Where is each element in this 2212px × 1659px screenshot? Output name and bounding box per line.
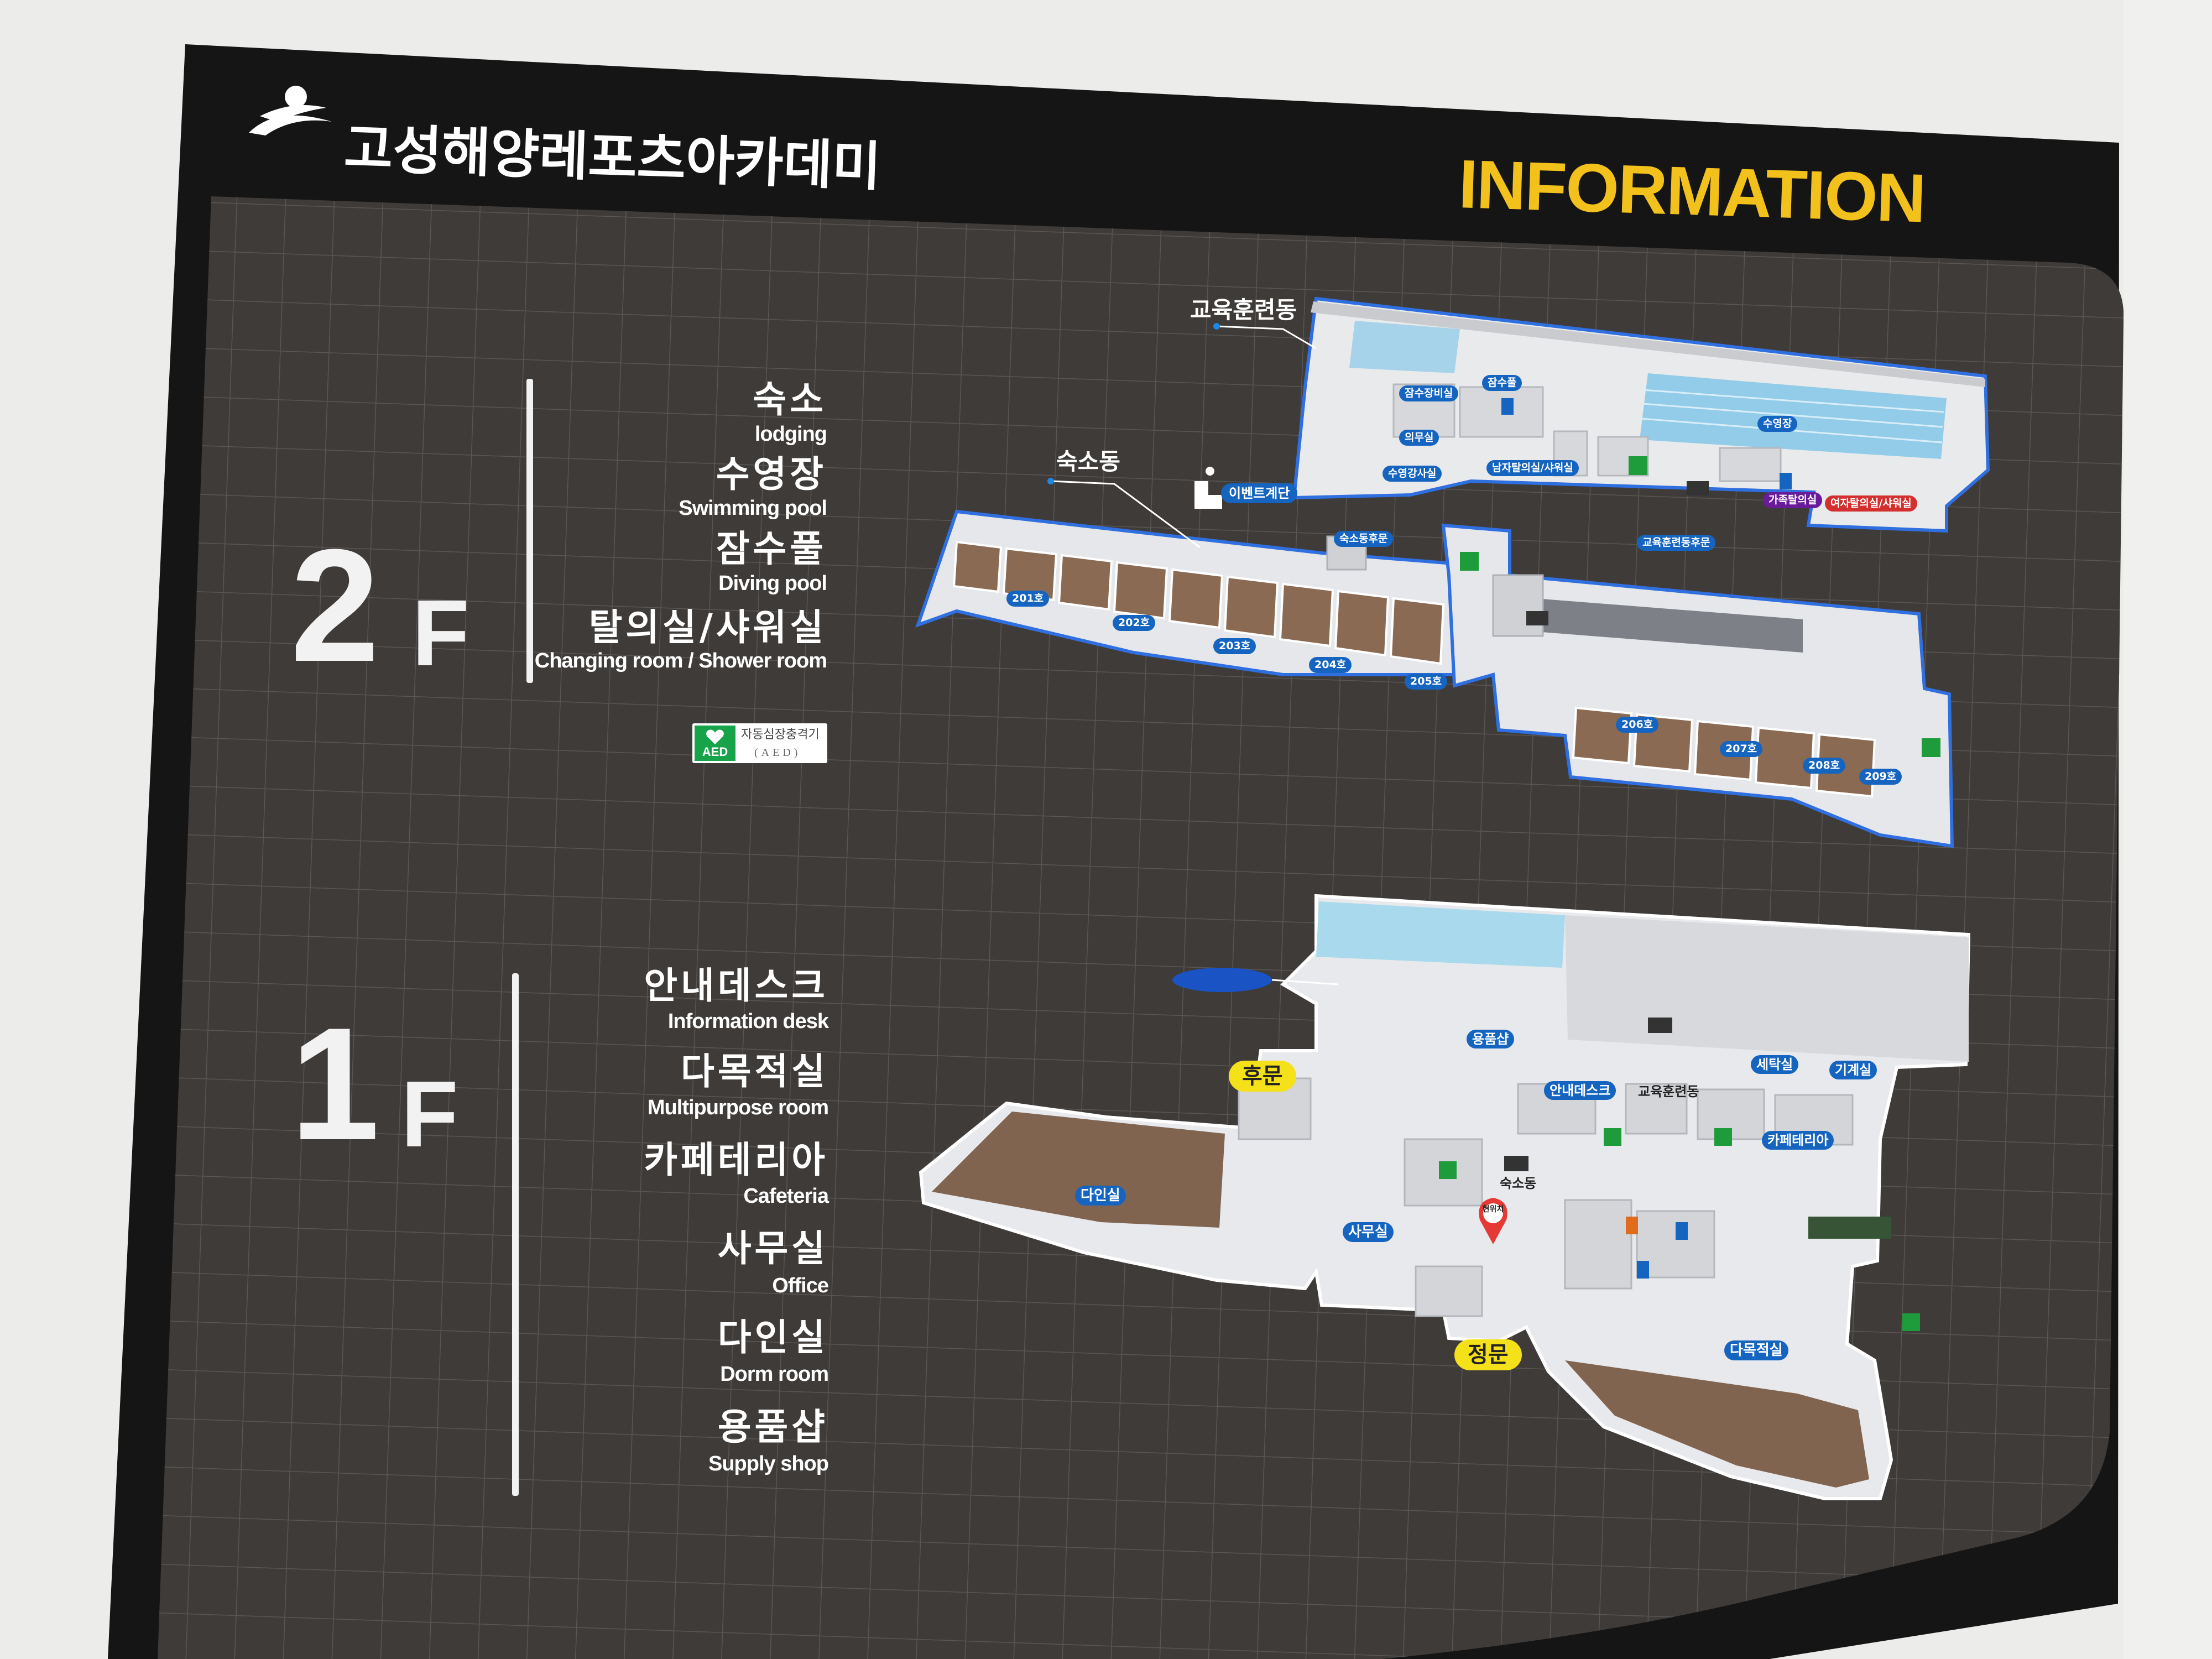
floor-1-divider bbox=[512, 973, 519, 1496]
floor-1-suffix: F bbox=[401, 1062, 458, 1167]
legend-1f-item-1-en: Information desk bbox=[667, 1010, 829, 1033]
legend-1f-item-2-ko: 다목적실 bbox=[681, 1050, 828, 1093]
legend-2f-item-2-ko: 수영장 bbox=[716, 453, 827, 495]
elevator-icon bbox=[1504, 1018, 1672, 1171]
room-205: 205호 bbox=[1405, 674, 1448, 690]
aed-heart-icon: AED bbox=[695, 726, 735, 761]
stairs-person-icon bbox=[1194, 467, 1222, 509]
legend-1f-item-6-en: Supply shop bbox=[708, 1452, 829, 1475]
elevator-icon bbox=[1526, 481, 1709, 625]
room-207: 207호 bbox=[1720, 741, 1763, 757]
floor-1-legend: 안내데스크 Information desk 다목적실 Multipurpose… bbox=[553, 964, 829, 1493]
legend-1f-item-3-ko: 카페테리아 bbox=[644, 1139, 828, 1181]
current-location-pin-icon bbox=[1479, 1198, 1507, 1244]
training-building-outline bbox=[1292, 296, 1990, 533]
floor-2-suffix: F bbox=[412, 581, 469, 686]
room-201: 201호 bbox=[1006, 591, 1050, 607]
dorm-room-floor bbox=[932, 1112, 1225, 1228]
tag-lodging-backdoor: 숙소동후문 bbox=[1334, 531, 1394, 547]
tag-dorm-room: 다인실 bbox=[1075, 1186, 1126, 1206]
emergency-exit-icon bbox=[1460, 456, 1940, 757]
back-gate-label: 후문 bbox=[1229, 1061, 1296, 1092]
tag-supply-shop: 용품샵 bbox=[1467, 1030, 1515, 1048]
legend-2f-item-4-en: Changing room / Shower room bbox=[534, 649, 827, 672]
current-location-label: 현위치 bbox=[1482, 1205, 1504, 1214]
legend-2f-item-4-ko: 탈의실/샤워실 bbox=[588, 606, 827, 649]
legend-1f-item-4-ko: 사무실 bbox=[717, 1227, 828, 1270]
tag-swimming-pool: 수영장 bbox=[1757, 416, 1798, 432]
room-206: 206호 bbox=[1616, 717, 1659, 733]
tag-swim-instructor: 수영강사실 bbox=[1383, 466, 1442, 482]
tag-family-changing: 가족탈의실 bbox=[1763, 492, 1823, 508]
tag-diving-pool: 잠수풀 bbox=[1482, 375, 1522, 391]
legend-1f-item-6-ko: 용품샵 bbox=[717, 1406, 828, 1448]
floor-1-map bbox=[919, 894, 1971, 1500]
callout-training-building: 교육훈련동 bbox=[1190, 296, 1297, 324]
tag-cafeteria: 카페테리아 bbox=[1762, 1131, 1834, 1150]
tag-training-building: 교육훈련동 bbox=[1638, 1084, 1699, 1099]
legend-1f-item-2-en: Multipurpose room bbox=[647, 1096, 829, 1119]
legend-1f-item-4-en: Office bbox=[772, 1274, 829, 1297]
connecting-wing-outline bbox=[1441, 523, 1954, 848]
tag-training-backdoor: 교육훈련동후문 bbox=[1637, 535, 1716, 551]
floor-2-divider bbox=[526, 379, 533, 683]
tag-office: 사무실 bbox=[1343, 1222, 1394, 1242]
info-title: INFORMATION bbox=[1457, 145, 1927, 237]
legend-1f-item-5-ko: 다인실 bbox=[717, 1316, 828, 1359]
room-202: 202호 bbox=[1113, 615, 1156, 631]
aed-label: 자동심장충격기 bbox=[741, 728, 820, 742]
legend-2f-item-1-en: lodging bbox=[754, 422, 827, 446]
toilet-icon bbox=[1501, 398, 1792, 489]
emergency-exit-icon bbox=[1439, 1128, 1920, 1331]
legend-1f-item-1-ko: 안내데스크 bbox=[644, 964, 828, 1007]
floor-1-number: 1 bbox=[290, 994, 380, 1173]
aed-sign: AED 자동심장충격기 (AED) bbox=[692, 723, 827, 763]
floor-2-number: 2 bbox=[290, 516, 380, 695]
room-209: 209호 bbox=[1859, 769, 1902, 785]
diving-pool-water bbox=[1349, 321, 1460, 373]
legend-2f-item-2-en: Swimming pool bbox=[679, 497, 827, 520]
tag-medical: 의무실 bbox=[1399, 430, 1439, 446]
tag-men-changing: 남자탈의실/샤워실 bbox=[1486, 460, 1579, 476]
callout-lodging-building: 숙소동 bbox=[1056, 448, 1120, 475]
main-gate-label: 정문 bbox=[1454, 1339, 1522, 1370]
toilet-icon bbox=[1626, 1217, 1688, 1279]
floor-2-legend: 숙소 lodging 수영장 Swimming pool 잠수풀 Diving … bbox=[535, 378, 827, 680]
aed-sub: (AED) bbox=[754, 747, 801, 759]
legend-1f-item-3-en: Cafeteria bbox=[743, 1185, 829, 1208]
tag-multipurpose: 다목적실 bbox=[1724, 1340, 1788, 1360]
floor-2-map bbox=[915, 296, 1990, 848]
legend-2f-item-1-ko: 숙소 bbox=[753, 378, 827, 421]
tag-women-changing: 여자탈의실/샤워실 bbox=[1825, 495, 1917, 512]
tag-machine-room: 기계실 bbox=[1829, 1061, 1877, 1079]
room-204: 204호 bbox=[1309, 657, 1352, 673]
legend-1f-item-5-en: Dorm room bbox=[720, 1363, 829, 1386]
room-208: 208호 bbox=[1803, 758, 1846, 774]
tag-info-desk: 안내데스크 bbox=[1544, 1081, 1616, 1100]
tag-diving-office: 잠수장비실 bbox=[1399, 385, 1459, 401]
legend-2f-item-3-ko: 잠수풀 bbox=[716, 528, 827, 570]
multipurpose-room-floor bbox=[1565, 1360, 1869, 1488]
tag-lodging-building: 숙소동 bbox=[1500, 1176, 1537, 1191]
legend-2f-item-3-en: Diving pool bbox=[718, 572, 827, 595]
brand-logo-icon bbox=[249, 86, 332, 135]
tag-laundry: 세탁실 bbox=[1751, 1055, 1799, 1074]
room-203: 203호 bbox=[1213, 638, 1256, 654]
aed-icon-text: AED bbox=[702, 745, 728, 759]
tag-event-stairs: 이벤트계단 bbox=[1221, 483, 1298, 503]
